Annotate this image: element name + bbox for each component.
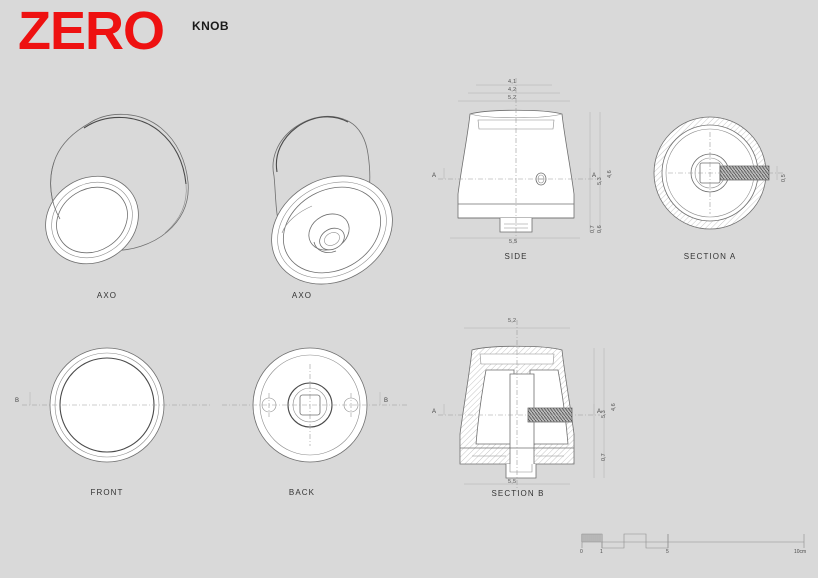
- axo-front-view: [26, 102, 206, 297]
- side-dim-5-3: 5,3: [597, 177, 603, 185]
- side-dim-5-5: 5,5: [509, 239, 518, 245]
- section-marker-b-right: B: [384, 398, 389, 404]
- side-dim-4-2: 4,2: [508, 87, 517, 93]
- front-view: [12, 340, 212, 470]
- side-view: [424, 72, 619, 257]
- side-dim-4-1: 4,1: [508, 79, 517, 85]
- section-b-view: [424, 312, 624, 502]
- section-b-dim-5-5: 5,5: [508, 479, 517, 485]
- page-title: KNOB: [192, 19, 229, 33]
- section-b-dim-0-7: 0,7: [601, 453, 607, 461]
- side-dim-4-6: 4,6: [607, 170, 613, 178]
- scale-tick-1: 1: [600, 549, 603, 555]
- side-dim-0-6: 0,6: [597, 225, 603, 233]
- section-b-marker-a-left: A: [432, 409, 437, 415]
- section-marker-a-left: A: [432, 173, 437, 179]
- scale-tick-5: 5: [666, 549, 669, 555]
- axo-front-label: AXO: [96, 291, 118, 300]
- back-view: [222, 340, 422, 470]
- section-b-label: SECTION B: [491, 489, 545, 498]
- section-marker-b-left: B: [15, 398, 20, 404]
- section-b-dim-5-3: 5,3: [601, 410, 607, 418]
- section-b-marker-a-right: A: [597, 409, 602, 415]
- side-dim-0-7: 0,7: [590, 225, 596, 233]
- brand-logo: ZERO: [18, 1, 165, 61]
- axo-back-view: [228, 102, 413, 297]
- section-a-view: [648, 110, 798, 250]
- front-view-label: FRONT: [90, 488, 124, 497]
- scale-bar: 0 1 5 10cm: [578, 524, 808, 558]
- back-view-label: BACK: [288, 488, 316, 497]
- side-dim-5-2: 5,2: [508, 95, 517, 101]
- section-b-dim-5-2: 5,2: [508, 318, 517, 324]
- side-view-label: SIDE: [504, 252, 528, 261]
- section-a-label: SECTION A: [683, 252, 737, 261]
- scale-tick-0: 0: [580, 549, 583, 555]
- section-a-dim-0-5: 0,5: [781, 174, 787, 182]
- scale-end-label: 10cm: [794, 549, 807, 555]
- section-marker-a-right: A: [592, 173, 597, 179]
- section-b-dim-4-6: 4,6: [611, 403, 617, 411]
- axo-back-label: AXO: [291, 291, 313, 300]
